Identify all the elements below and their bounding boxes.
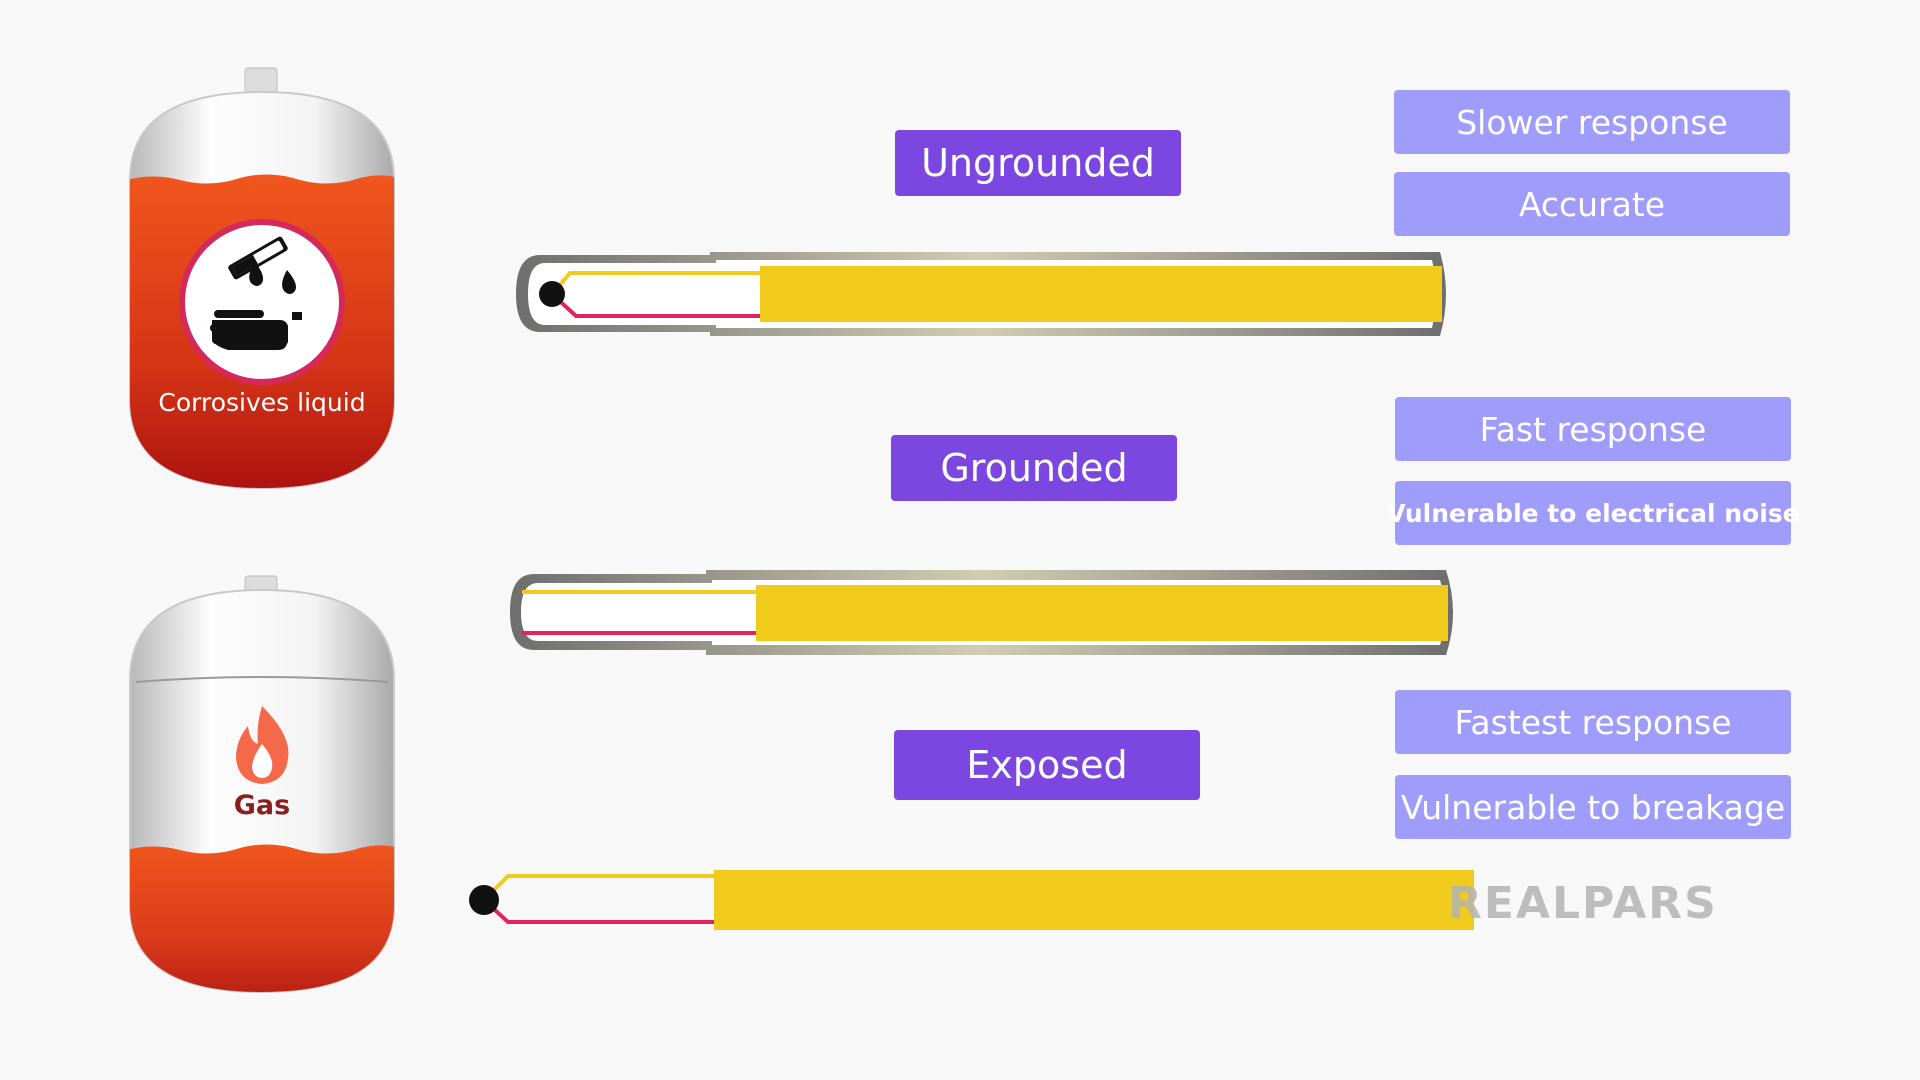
exposed-property-2: Vulnerable to breakage	[1395, 775, 1791, 839]
exposed-probe	[469, 870, 1474, 930]
liquid-fill	[130, 844, 394, 992]
grounded-property-1: Fast response	[1395, 397, 1791, 461]
realpars-logo: REALPARS	[1448, 878, 1718, 929]
corrosive-tank-label: Corrosives liquid	[158, 388, 366, 417]
grounded-property-2: Vulnerable to electrical noise	[1386, 481, 1800, 545]
gas-tank	[129, 575, 395, 994]
junction-point	[539, 281, 565, 307]
mineral-insulation	[760, 266, 1442, 322]
negative-wire	[482, 898, 714, 924]
ungrounded-title: Ungrounded	[895, 130, 1181, 196]
corrosive-hazard-icon	[179, 219, 345, 385]
ungrounded-probe	[516, 252, 1446, 336]
gas-tank-label: Gas	[233, 790, 291, 821]
ungrounded-property-1: Slower response	[1394, 90, 1790, 154]
exposed-title: Exposed	[894, 730, 1200, 800]
grounded-probe	[510, 570, 1453, 655]
mineral-insulation	[714, 870, 1474, 930]
grounded-title: Grounded	[891, 435, 1177, 501]
exposed-property-1: Fastest response	[1395, 690, 1791, 754]
mineral-insulation	[756, 585, 1448, 641]
ungrounded-property-2: Accurate	[1394, 172, 1790, 236]
junction-point	[469, 885, 499, 915]
positive-wire	[482, 874, 714, 902]
corrosive-liquid-tank	[129, 67, 395, 490]
